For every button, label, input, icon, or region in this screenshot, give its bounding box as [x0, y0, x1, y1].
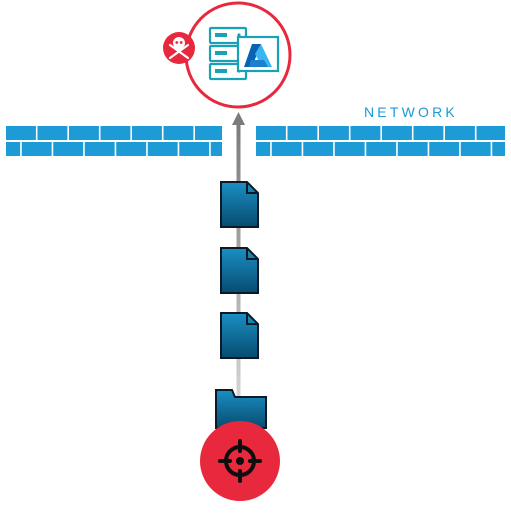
firewall-left-segment [6, 126, 222, 156]
wall-brick [116, 142, 147, 156]
wall-brick [350, 126, 381, 140]
wall-brick [397, 142, 428, 156]
document-fold [246, 313, 258, 325]
document-icon [220, 247, 259, 294]
wall-brick [460, 142, 491, 156]
wall-brick [413, 126, 444, 140]
document-body [220, 247, 259, 294]
wall-brick [334, 142, 365, 156]
wall-brick [21, 142, 52, 156]
azure-logo-icon [236, 35, 280, 73]
wall-brick [476, 126, 505, 140]
document-body [220, 181, 259, 228]
wall-brick [37, 126, 68, 140]
wall-brick [100, 126, 131, 140]
document-fold [246, 248, 258, 260]
firewall-right-segment [256, 126, 505, 156]
wall-brick [429, 142, 460, 156]
arrow-head-icon [232, 112, 245, 125]
crosshair-icon [218, 439, 262, 483]
wall-brick [132, 126, 162, 140]
wall-brick [303, 142, 334, 156]
wall-brick [256, 142, 271, 156]
document-body [220, 312, 259, 359]
wall-brick [271, 142, 302, 156]
document-icon [220, 181, 259, 228]
firewall-wall [6, 126, 505, 156]
threat-badge [163, 32, 195, 64]
wall-brick [366, 142, 397, 156]
wall-brick [53, 142, 84, 156]
attacker-node [200, 421, 280, 501]
skull-crossbones-icon [168, 37, 190, 60]
wall-brick [147, 142, 178, 156]
target-server-node [184, 1, 292, 109]
wall-brick [6, 142, 21, 156]
wall-brick [256, 126, 286, 140]
wall-brick [163, 126, 194, 140]
folder-icon [215, 389, 267, 429]
wall-brick [84, 142, 115, 156]
wall-brick [69, 126, 99, 140]
wall-brick [445, 126, 475, 140]
wall-brick [319, 126, 349, 140]
document-icon [220, 312, 259, 359]
wall-brick [195, 126, 222, 140]
wall-brick [179, 142, 210, 156]
document-fold [246, 182, 258, 194]
wall-brick [210, 142, 222, 156]
wall-brick [287, 126, 318, 140]
folder-shape [215, 389, 267, 429]
document-stack [220, 181, 259, 359]
wall-brick [382, 126, 412, 140]
network-label: NETWORK [364, 104, 458, 120]
wall-brick [6, 126, 36, 140]
wall-brick [492, 142, 505, 156]
